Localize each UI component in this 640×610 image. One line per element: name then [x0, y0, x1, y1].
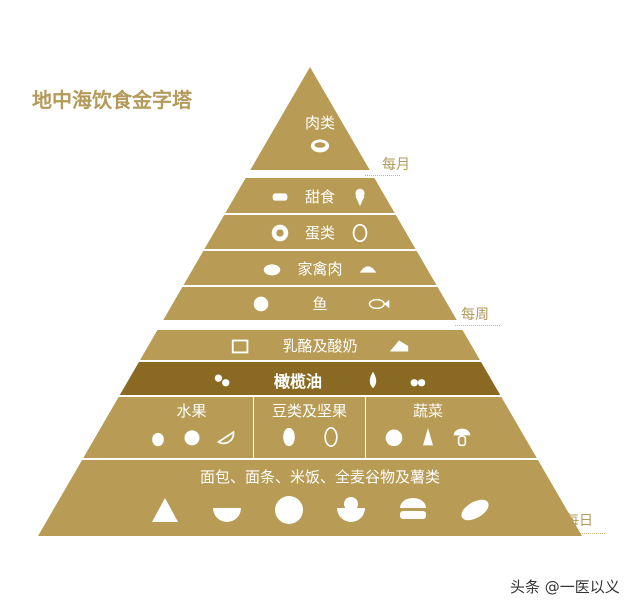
fish-icon [250, 294, 272, 314]
pineapple-icon [147, 427, 169, 447]
plants-divider [253, 397, 254, 458]
chicken-icon [261, 259, 283, 279]
eggs-label: 蛋类 [304, 224, 335, 242]
pizza-icon [272, 494, 306, 526]
peanut-icon [320, 427, 342, 447]
fish-outline-icon [368, 294, 390, 314]
cheese-block-icon [230, 336, 252, 356]
olives-icon [406, 370, 428, 390]
mushroom-icon [451, 427, 473, 447]
legumes-section: 豆类及坚果 [254, 400, 365, 447]
freq-weekly: 每周 [461, 307, 489, 323]
bread-icon [458, 494, 492, 526]
wheat-icon [148, 494, 182, 526]
cabbage-icon [383, 427, 405, 447]
grains-label-row: 面包、面条、米饭、全麦谷物及薯类 [38, 466, 582, 487]
olive-branch-icon [212, 370, 234, 390]
candy-icon [269, 187, 291, 207]
steak-icon [309, 135, 331, 155]
divider-weekly [455, 325, 500, 326]
sweets-label: 甜食 [304, 188, 335, 206]
oil-drop-icon [362, 370, 384, 390]
meat-label: 肉类 [304, 114, 335, 132]
legumes-label: 豆类及坚果 [271, 402, 347, 420]
olive-oil-label: 橄榄油 [273, 372, 322, 391]
dairy-label: 乳酪及酸奶 [282, 337, 358, 355]
rice-bowl-icon [334, 494, 368, 526]
vegetables-section: 蔬菜 [366, 400, 490, 447]
grains-label: 面包、面条、米饭、全麦谷物及薯类 [199, 468, 440, 486]
divider-monthly [365, 175, 400, 176]
plants-divider [365, 397, 366, 458]
burger-icon [396, 494, 430, 526]
corn-icon [417, 427, 439, 447]
cheese-wedge-icon [388, 336, 410, 356]
noodle-bowl-icon [210, 494, 244, 526]
tier-grains [38, 460, 582, 536]
tier-plants [38, 397, 582, 458]
egg-icon [349, 223, 371, 243]
orange-half-icon [181, 427, 203, 447]
bean-icon [278, 427, 300, 447]
fruit-label: 水果 [176, 402, 207, 420]
roast-chicken-icon [357, 259, 379, 279]
grains-icons [38, 494, 582, 526]
vegetables-label: 蔬菜 [412, 402, 443, 420]
ice-cream-icon [349, 187, 371, 207]
watermark: 头条 @一医以义 [510, 578, 620, 596]
fried-egg-icon [269, 223, 291, 243]
poultry-label: 家禽肉 [297, 260, 343, 278]
fruit-section: 水果 [130, 400, 253, 447]
diagram-title: 地中海饮食金字塔 [32, 88, 192, 112]
freq-monthly: 每月 [382, 157, 410, 173]
fish-label: 鱼 [312, 295, 328, 313]
watermelon-icon [215, 427, 237, 447]
